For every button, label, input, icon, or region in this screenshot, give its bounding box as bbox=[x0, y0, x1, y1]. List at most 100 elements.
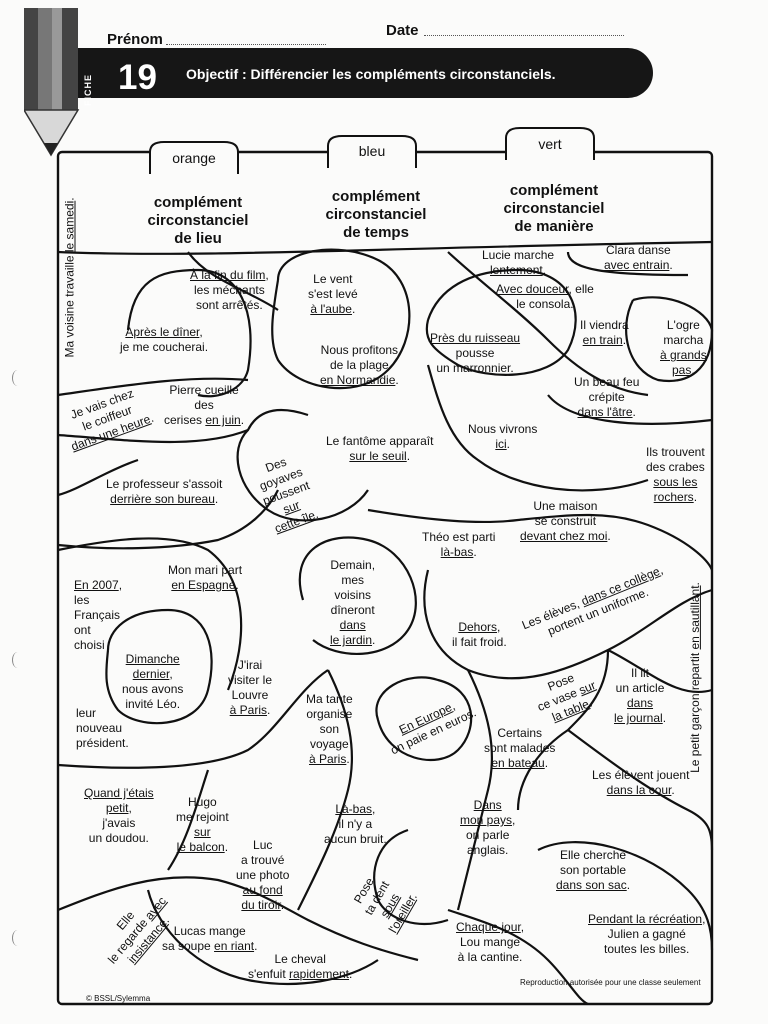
complement-underlined: petit bbox=[105, 801, 129, 815]
sentence-text: Luc bbox=[253, 838, 273, 852]
sentence-text: une photo bbox=[236, 868, 290, 882]
sentence-text: Nous profitons bbox=[320, 343, 399, 357]
fiche-label: FICHE bbox=[83, 74, 93, 106]
complement-underlined: lentement bbox=[490, 263, 543, 277]
sentence-text: , bbox=[702, 912, 706, 926]
complement-underlined: Avec douceur bbox=[496, 282, 569, 296]
sentence-text: s'enfuit bbox=[248, 967, 289, 981]
sentence-text: , bbox=[265, 268, 269, 282]
sentence-text: il n'y a bbox=[338, 817, 373, 831]
complement-underlined: En 2007 bbox=[74, 578, 119, 592]
sentence-text: , bbox=[199, 325, 203, 339]
sentence-text: Il lit bbox=[631, 666, 650, 680]
objective-title: Objectif : Différencier les compléments … bbox=[186, 66, 556, 82]
sentence-text: son portable bbox=[560, 863, 627, 877]
complement-underlined: sous les bbox=[653, 475, 698, 489]
complement-underlined: avec entrain bbox=[604, 258, 670, 272]
sentence-text: ont bbox=[74, 623, 91, 637]
sentence-text: Lucas mange bbox=[173, 924, 246, 938]
sentence-text: le consola. bbox=[516, 297, 574, 311]
sentence-text: , elle bbox=[568, 282, 594, 296]
sentence-text: . bbox=[349, 967, 353, 981]
sentence-text: sont arrêtés. bbox=[196, 298, 263, 312]
sentence-text: un article bbox=[615, 681, 665, 695]
complement-underlined: Dans bbox=[473, 798, 502, 812]
sentence-text: les méchants bbox=[194, 283, 265, 297]
complement-underlined: dans la cour bbox=[606, 783, 672, 797]
date-field[interactable] bbox=[424, 35, 624, 36]
sentence-text: . bbox=[506, 437, 511, 451]
sentence-text: . bbox=[693, 490, 698, 504]
tab-orange-shape bbox=[149, 141, 239, 174]
sentence-text: nous avons bbox=[122, 682, 184, 696]
sentence-cell[interactable]: Le petit garçon repartit en sautillant. bbox=[688, 582, 703, 773]
sentence-text: toutes les billes. bbox=[604, 942, 690, 956]
sentence-text: Les élèvent jouent bbox=[592, 768, 690, 782]
sentence-text: Le cheval bbox=[274, 952, 326, 966]
sentence-text: . bbox=[267, 703, 271, 717]
sentence-text: . bbox=[254, 939, 258, 953]
complement-underlined: Chaque jour bbox=[456, 920, 521, 934]
sentence-text: marcha bbox=[663, 333, 704, 347]
sentence-text: j'avais bbox=[102, 816, 136, 830]
sentence-text: à la cantine. bbox=[457, 950, 523, 964]
complement-underlined: Près du ruisseau bbox=[430, 331, 521, 345]
complement-underlined: rapidement bbox=[288, 967, 350, 981]
complement-underlined: dans bbox=[627, 696, 654, 710]
sentence-cell[interactable]: Dehors,il fait froid. bbox=[452, 620, 507, 650]
sentence-text: je me coucherai. bbox=[120, 340, 209, 354]
complement-underlined: au fond bbox=[242, 883, 283, 897]
sentence-text: L'ogre bbox=[666, 318, 700, 332]
sentence-text: aucun bruit. bbox=[324, 832, 387, 846]
sentence-text: . bbox=[372, 633, 376, 647]
sentence-text: Pierre cueille bbox=[169, 383, 239, 397]
sentence-cell[interactable]: Ma voisine travaille le samedi. bbox=[63, 197, 78, 357]
sentence-text: . bbox=[235, 578, 239, 592]
sentence-text: , bbox=[128, 801, 132, 815]
prenom-field[interactable] bbox=[166, 44, 326, 45]
sentence-text: me rejoint bbox=[176, 810, 229, 824]
complement-underlined: pas bbox=[672, 363, 692, 377]
sentence-cell[interactable]: Après le dîner,je me coucherai. bbox=[120, 325, 208, 355]
sentence-text: . bbox=[671, 783, 675, 797]
